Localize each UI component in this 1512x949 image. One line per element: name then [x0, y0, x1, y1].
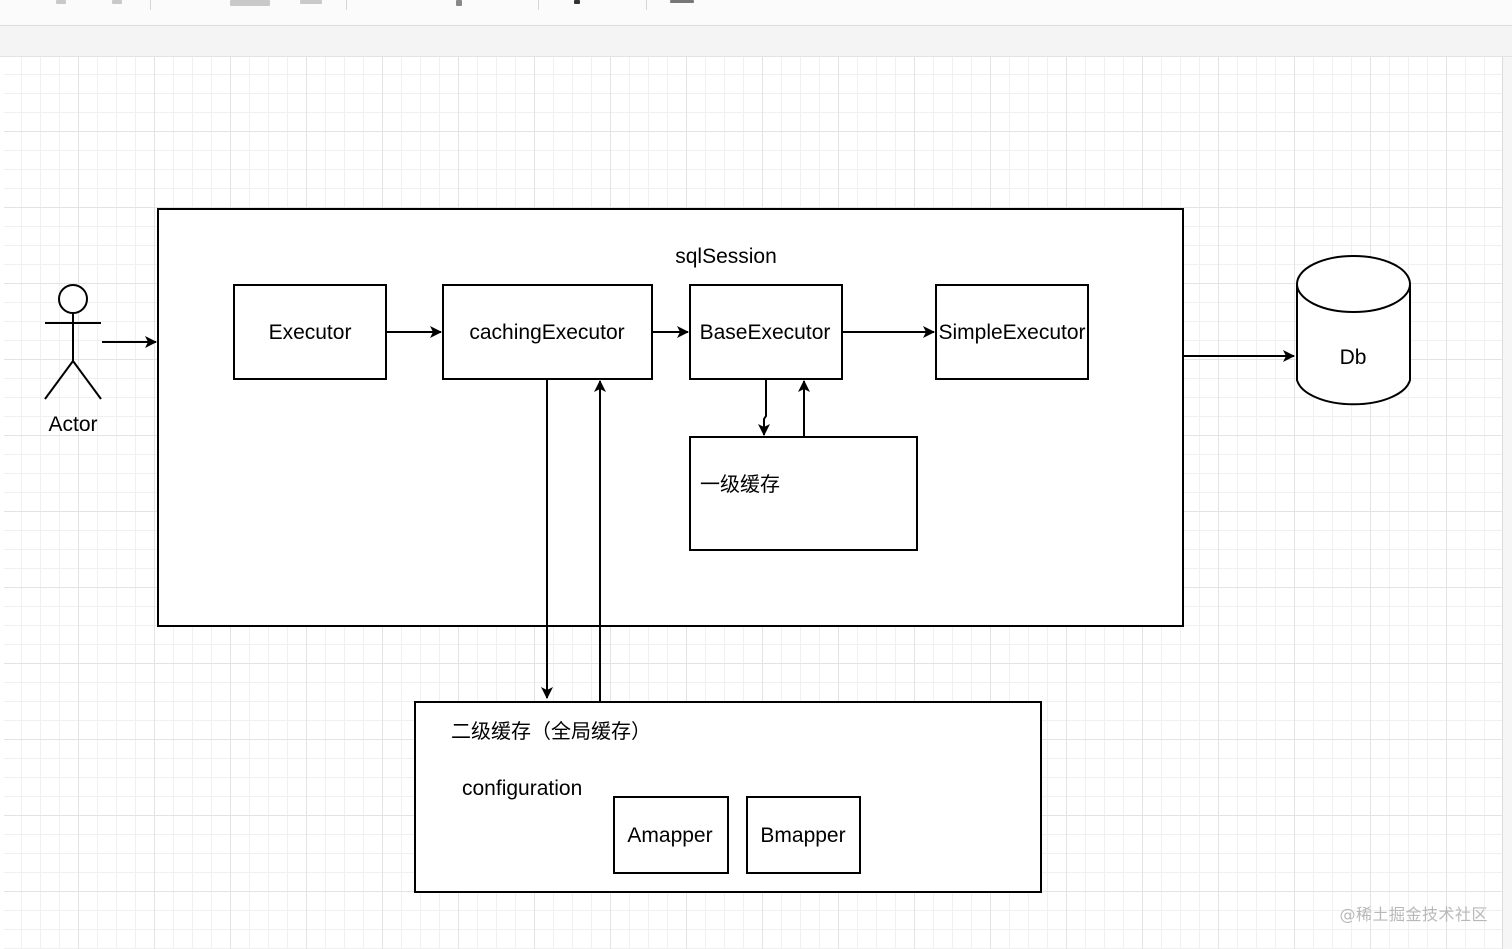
caching-executor-label: cachingExecutor: [469, 321, 624, 344]
toolbar-divider: [346, 0, 347, 10]
toolbar-icon[interactable]: [670, 0, 694, 3]
toolbar-icon[interactable]: [112, 0, 122, 4]
amapper-label: Amapper: [627, 824, 712, 847]
actor-label: Actor: [48, 413, 97, 436]
watermark: @稀土掘金技术社区: [1339, 905, 1488, 924]
local-cache-label: 一级缓存: [700, 472, 780, 496]
base-executor-label: BaseExecutor: [700, 321, 831, 344]
toolbar: [0, 0, 1512, 26]
database-label: Db: [1340, 346, 1367, 369]
base-executor-box[interactable]: [689, 284, 843, 380]
toolbar-icon[interactable]: [230, 0, 270, 6]
toolbar-divider: [150, 0, 151, 10]
amapper-box[interactable]: [613, 796, 729, 874]
toolbar-divider: [538, 0, 539, 10]
configuration-label: configuration: [462, 777, 582, 800]
executor-label: Executor: [269, 321, 352, 344]
caching-executor-box[interactable]: [442, 284, 653, 380]
sql-session-label: sqlSession: [675, 245, 777, 268]
toolbar-icon[interactable]: [300, 0, 322, 4]
toolbar-divider: [646, 0, 647, 10]
base-to-local-cache-arrow[interactable]: [758, 379, 770, 436]
local-cache-box[interactable]: [689, 436, 918, 551]
database-cylinder[interactable]: [1296, 255, 1411, 406]
format-bar: [0, 26, 1512, 57]
sql-session-container[interactable]: [157, 208, 1184, 627]
simple-executor-box[interactable]: [935, 284, 1089, 380]
toolbar-icon[interactable]: [456, 0, 462, 6]
simple-executor-label: SimpleExecutor: [938, 321, 1085, 344]
bmapper-label: Bmapper: [760, 824, 845, 847]
actor-figure[interactable]: [44, 284, 102, 400]
executor-box[interactable]: [233, 284, 387, 380]
toolbar-icon[interactable]: [574, 0, 580, 4]
bmapper-box[interactable]: [746, 796, 861, 874]
toolbar-icon[interactable]: [56, 0, 66, 4]
second-level-cache-label: 二级缓存（全局缓存）: [451, 719, 651, 743]
canvas-scrollbar[interactable]: [1502, 57, 1512, 949]
